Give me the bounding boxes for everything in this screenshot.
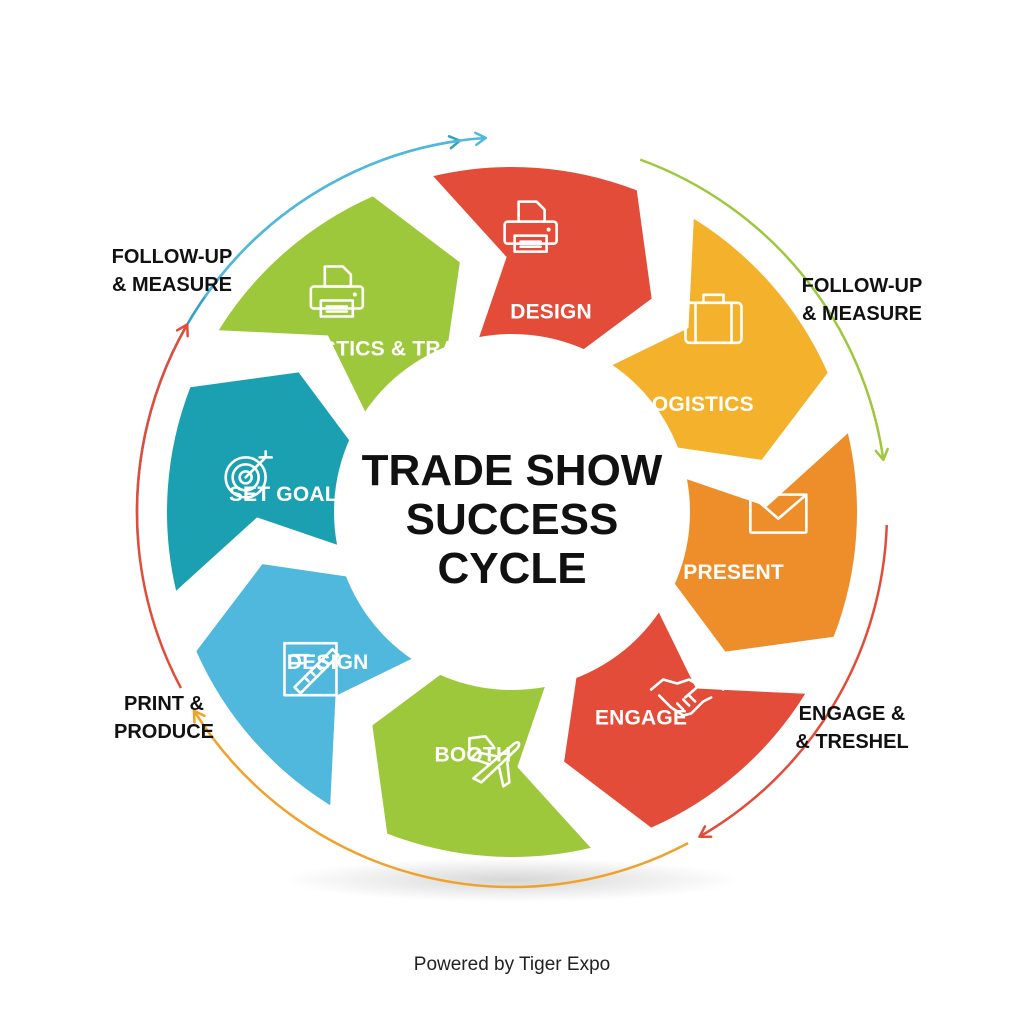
segment-label: LOGISTICS & TRAVEL	[270, 338, 496, 361]
outer-label-line: PRODUCE	[114, 721, 214, 743]
center-title-line-2: SUCCESS	[406, 495, 619, 544]
outer-label-bottom-right: ENGAGE & & TRESHEL	[795, 703, 908, 753]
center-title: TRADE SHOW SUCCESS CYCLE	[362, 446, 663, 593]
cycle-arrow	[698, 525, 889, 838]
outer-label-line: ENGAGE &	[799, 703, 906, 725]
arrowhead-icon	[698, 825, 713, 839]
outer-label-line: & MEASURE	[112, 274, 232, 296]
center-disc	[334, 334, 690, 690]
ground-shadow	[282, 858, 742, 902]
segment-label: LOGISTICS	[639, 393, 754, 416]
cycle-segment	[166, 372, 359, 591]
footer-credit: Powered by Tiger Expo	[413, 954, 611, 975]
segment-label: SET GOALS	[229, 483, 352, 506]
segment-label: BOOTH	[435, 744, 512, 767]
arrowhead-icon	[874, 447, 889, 462]
segment-labels: SET GOALS LOGISTICS & TRAVEL DESIGN LOGISTI…	[224, 200, 808, 788]
outer-arrows	[135, 131, 889, 889]
arrowhead-icon	[175, 323, 189, 338]
outer-label-line: & MEASURE	[802, 303, 922, 325]
segment-label: DESIGN	[287, 651, 369, 674]
outer-label-bottom-left: PRINT & PRODUCE	[114, 693, 214, 743]
cycle-segment	[598, 218, 828, 460]
outer-label-top-right: FOLLOW-UP & MEASURE	[802, 275, 923, 325]
outer-label-line: PRINT &	[124, 693, 204, 715]
cycle-arrow	[135, 323, 189, 689]
segment-label: PRESENT	[683, 561, 784, 584]
center-title-line-3: CYCLE	[437, 544, 586, 593]
outer-label-line: FOLLOW-UP	[802, 275, 923, 297]
cycle-arrow	[192, 710, 689, 889]
cycle-segment	[665, 433, 857, 652]
outer-label-line: & TRESHEL	[795, 731, 908, 753]
segment-label: DESIGN	[510, 300, 592, 323]
outer-label-top-left: FOLLOW-UP & MEASURE	[112, 246, 233, 296]
cycle-arrow	[639, 158, 885, 460]
outer-label-line: FOLLOW-UP	[112, 246, 233, 268]
cycle-segment	[433, 166, 652, 359]
center-title-line-1: TRADE SHOW	[362, 446, 663, 495]
arrowhead-icon	[474, 131, 488, 147]
cycle-arrow	[203, 136, 486, 298]
cycle-segment	[564, 598, 806, 828]
arrowhead-icon	[192, 709, 206, 724]
segment-label: ENGAGE	[595, 706, 687, 729]
